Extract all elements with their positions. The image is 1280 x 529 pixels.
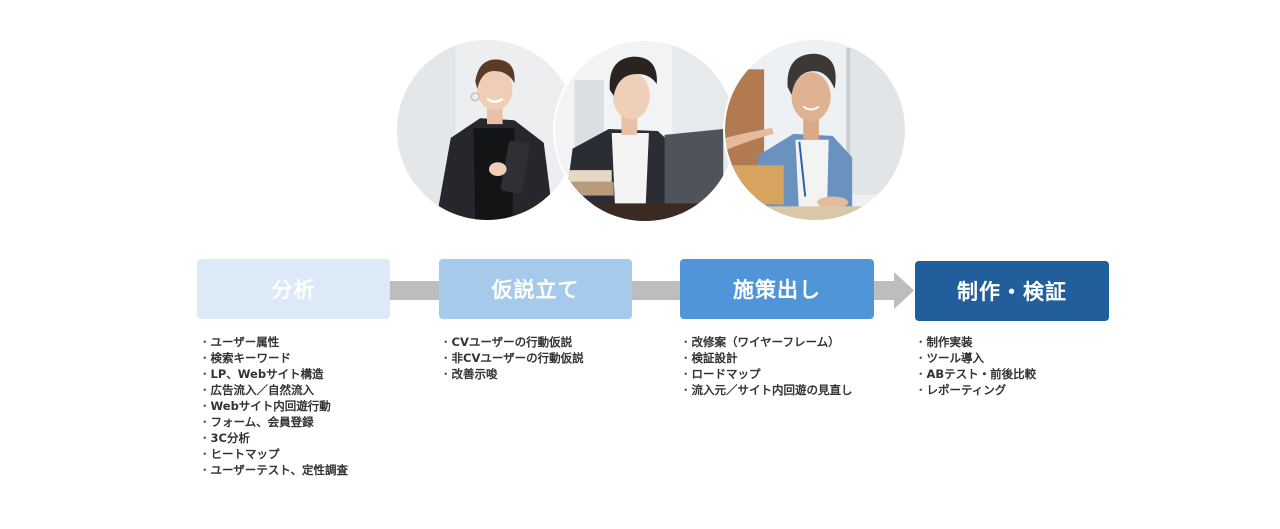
step-measures-box: 施策出し [680, 259, 874, 319]
list-item: レポーティング [915, 382, 1036, 398]
list-item: LP、Webサイト構造 [199, 366, 348, 382]
list-item: 広告流入／自然流入 [199, 382, 348, 398]
person-photo-icon [397, 40, 577, 220]
hypothesis-item-list: CVユーザーの行動仮説 非CVユーザーの行動仮説 改善示唆 [440, 334, 584, 382]
person-photo-icon [555, 41, 735, 221]
photo-man-laptop-circle [553, 39, 737, 223]
list-item: ヒートマップ [199, 446, 348, 462]
list-item: ユーザー属性 [199, 334, 348, 350]
list-item: CVユーザーの行動仮説 [440, 334, 584, 350]
list-item: ロードマップ [680, 366, 853, 382]
list-item: 流入元／サイト内回遊の見直し [680, 382, 853, 398]
photo-woman-circle [395, 38, 579, 222]
person-photo-icon [725, 40, 905, 220]
photo-man-computer-circle [723, 38, 907, 222]
step-hypothesis-box: 仮説立て [439, 259, 632, 319]
list-item: 改善示唆 [440, 366, 584, 382]
step-measures-title: 施策出し [733, 278, 821, 302]
list-item: Webサイト内回遊行動 [199, 398, 348, 414]
list-item: 制作実装 [915, 334, 1036, 350]
step-analysis-box: 分析 [197, 259, 390, 319]
arrow-right-icon [874, 272, 914, 309]
list-item: ABテスト・前後比較 [915, 366, 1037, 382]
step-production-title: 制作・検証 [957, 280, 1067, 304]
list-item: 検証設計 [680, 350, 853, 366]
list-item: フォーム、会員登録 [199, 414, 348, 430]
list-item: 改修案（ワイヤーフレーム） [680, 334, 853, 350]
step-hypothesis-title: 仮説立て [491, 278, 580, 302]
analysis-item-list: ユーザー属性 検索キーワード LP、Webサイト構造 広告流入／自然流入 Web… [199, 334, 349, 478]
list-item: 検索キーワード [199, 350, 348, 366]
step-production-box: 制作・検証 [915, 261, 1109, 321]
list-item: ユーザーテスト、定性調査 [199, 462, 349, 478]
production-item-list: 制作実装 ツール導入 ABテスト・前後比較 レポーティング [915, 334, 1037, 398]
connector-bar [632, 281, 680, 300]
list-item: ツール導入 [915, 350, 1036, 366]
list-item: 非CVユーザーの行動仮説 [440, 350, 584, 366]
measures-item-list: 改修案（ワイヤーフレーム） 検証設計 ロードマップ 流入元／サイト内回遊の見直し [680, 334, 853, 398]
step-analysis-title: 分析 [271, 278, 316, 302]
connector-bar [390, 281, 439, 300]
list-item: 3C分析 [199, 430, 348, 446]
